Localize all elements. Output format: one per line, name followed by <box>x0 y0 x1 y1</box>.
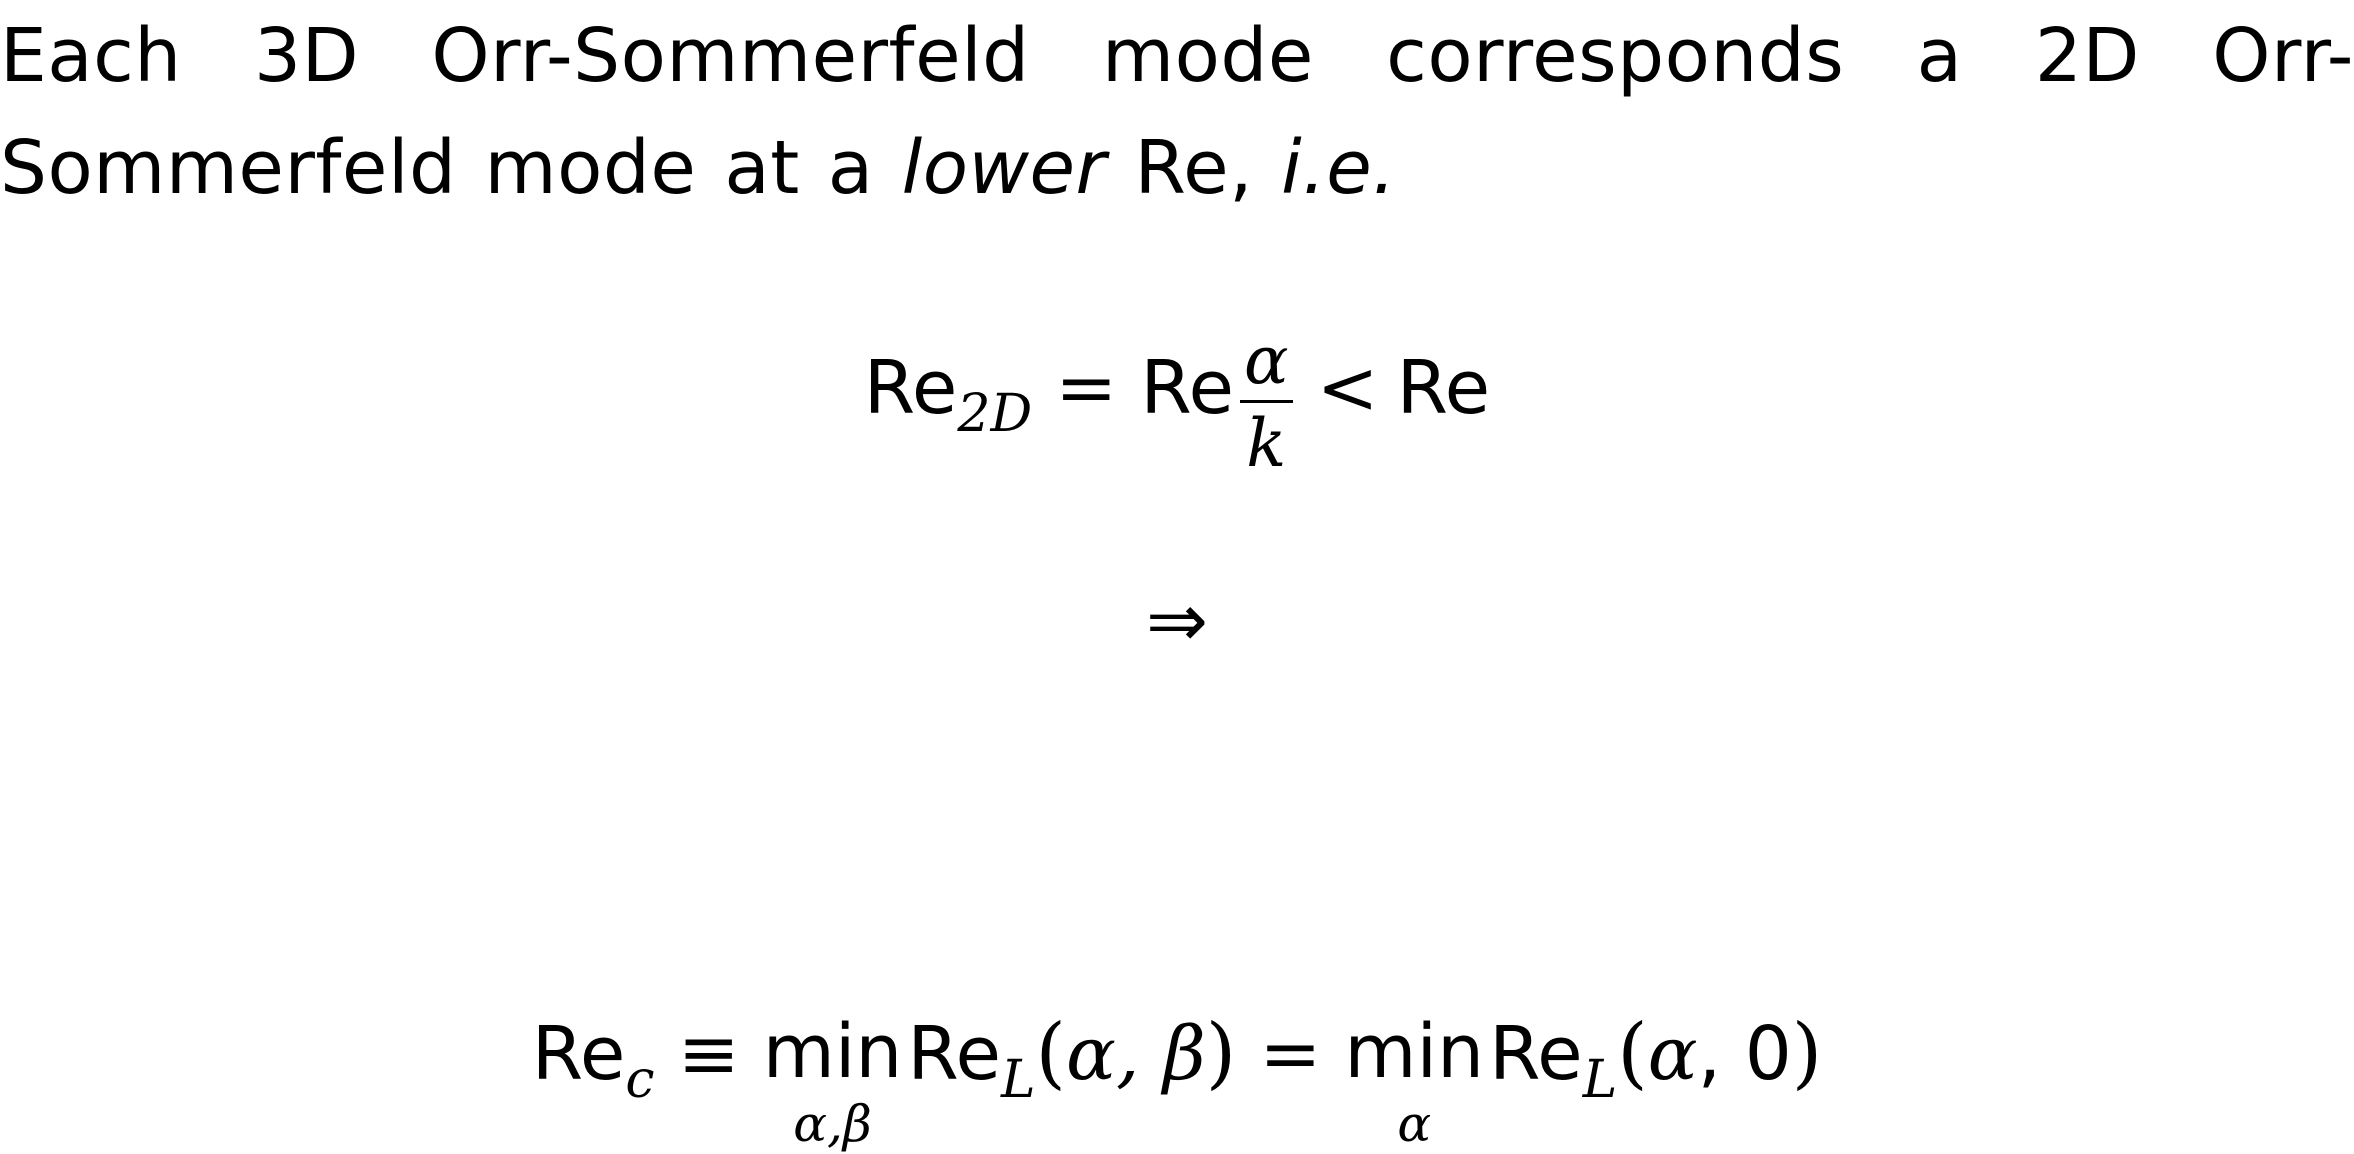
eq3-term1-subscript: L <box>1001 1050 1036 1110</box>
eq3-term1-args: α, β <box>1065 1011 1206 1097</box>
paragraph-ie: i.e. <box>1281 125 1397 211</box>
paragraph-line-1: Each 3D Orr-Sommerfeld mode corresponds … <box>0 13 2354 99</box>
eq3-min-1: min <box>762 1009 903 1095</box>
eq1-rhs-end-re: Re <box>1396 345 1491 431</box>
paragraph-line-2-start: Sommerfeld mode at a <box>0 125 902 211</box>
eq3-min-operator-2: min α <box>1344 1008 1484 1152</box>
equation-re-2d: Re2D = Re α k <Re <box>0 324 2354 530</box>
eq3-min-2-limits: α <box>1397 1095 1432 1153</box>
eq3-term1-re: Re <box>907 1011 1001 1097</box>
eq3-equiv: ≡ <box>677 1011 740 1097</box>
eq3-term1-open-paren: ( <box>1035 1008 1066 1098</box>
eq3-term2-arg-zero: 0 <box>1744 1011 1792 1097</box>
paragraph-line-2-mid: Re, <box>1106 125 1282 211</box>
paragraph-line-2: Sommerfeld mode at a lower Re, i.e. <box>0 112 2354 224</box>
eq3-term2-close-paren: ) <box>1791 1008 1823 1098</box>
eq3-term2-subscript: L <box>1582 1050 1618 1110</box>
eq3-equals: = <box>1259 1011 1322 1097</box>
eq1-frac-bar <box>1240 400 1293 403</box>
eq3-lhs-subscript: c <box>625 1050 655 1110</box>
eq1-equals: = <box>1055 345 1118 431</box>
eq3-lhs-re: Re <box>531 1011 626 1097</box>
eq3-term2-re: Re <box>1489 1011 1583 1097</box>
eq3-term2-open-paren: ( <box>1617 1008 1648 1098</box>
equation-re-critical: Rec ≡ min α,β ReL(α, β) = min α ReL(α, 0… <box>0 1008 2354 1152</box>
intro-paragraph: Each 3D Orr-Sommerfeld mode corresponds … <box>0 0 2354 224</box>
eq1-frac-numerator: α <box>1244 322 1289 399</box>
eq1-lhs-subscript: 2D <box>957 384 1033 444</box>
eq3-term1-close-paren: ) <box>1205 1008 1237 1098</box>
eq3-min-2: min <box>1344 1009 1484 1095</box>
eq3-term2-arg-comma: , <box>1697 1011 1745 1097</box>
eq1-lhs-re: Re <box>863 345 958 431</box>
eq1-fraction: α k <box>1240 324 1293 481</box>
eq1-rhs-re: Re <box>1140 345 1234 431</box>
eq3-min-1-limits: α,β <box>793 1095 872 1153</box>
implies-arrow: ⇒ <box>1145 578 1208 664</box>
eq1-less-than: < <box>1316 345 1379 431</box>
paragraph-emphasis-lower: lower <box>901 125 1107 211</box>
eq3-min-operator-1: min α,β <box>763 1008 903 1152</box>
eq1-frac-denominator: k <box>1246 405 1287 482</box>
eq3-term2-arg-alpha: α <box>1647 1011 1698 1097</box>
